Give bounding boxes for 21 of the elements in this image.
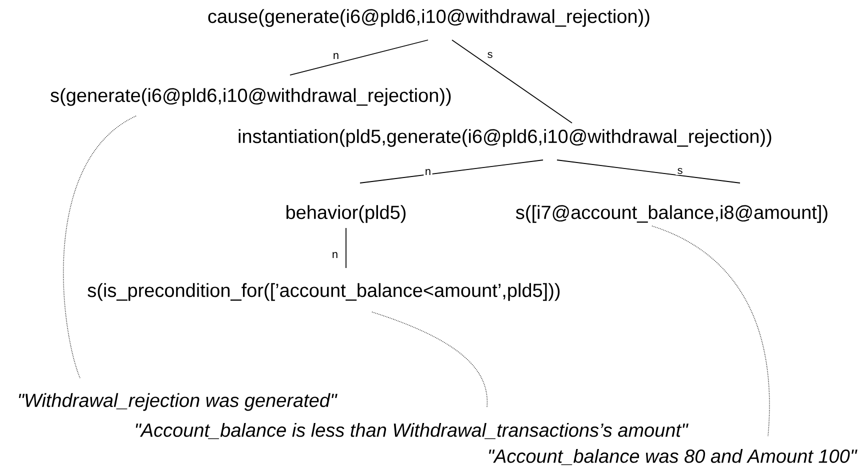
leader-line	[63, 116, 136, 378]
tree-edge	[556, 160, 740, 184]
tree-node-label: s([i7@account_balance,i8@amount])	[516, 205, 828, 223]
edge-label: n	[330, 251, 340, 259]
leader-line	[372, 312, 488, 408]
tree-node-label: behavior(pld5)	[286, 205, 406, 223]
quoted-annotation: "Account_balance was 80 and Amount 100"	[489, 448, 858, 466]
quoted-annotation: "Account_balance is less than Withdrawal_transactions’s amount"	[136, 422, 688, 440]
quoted-annotation: "Withdrawal_rejection was generated"	[18, 393, 338, 411]
tree-node-label: instantiation(pld5,generate(i6@pld6,i10@withdrawal_rejection))	[238, 129, 772, 147]
tree-node-label: s(generate(i6@pld6,i10@withdrawal_rejection))	[50, 88, 451, 106]
leader-line	[652, 226, 770, 436]
tree-edge	[360, 160, 544, 184]
edge-label: n	[424, 168, 432, 176]
tree-edge	[290, 40, 428, 76]
tree-node-label: cause(generate(i6@pld6,i10@withdrawal_rejection))	[208, 9, 650, 27]
edge-label: n	[332, 52, 340, 60]
edge-label: s	[676, 167, 684, 175]
edge-label: s	[486, 51, 494, 59]
tree-node-label: s(is_precondition_for([’account_balance<amount’,pld5]))	[88, 283, 560, 301]
tree-edge	[452, 40, 572, 124]
